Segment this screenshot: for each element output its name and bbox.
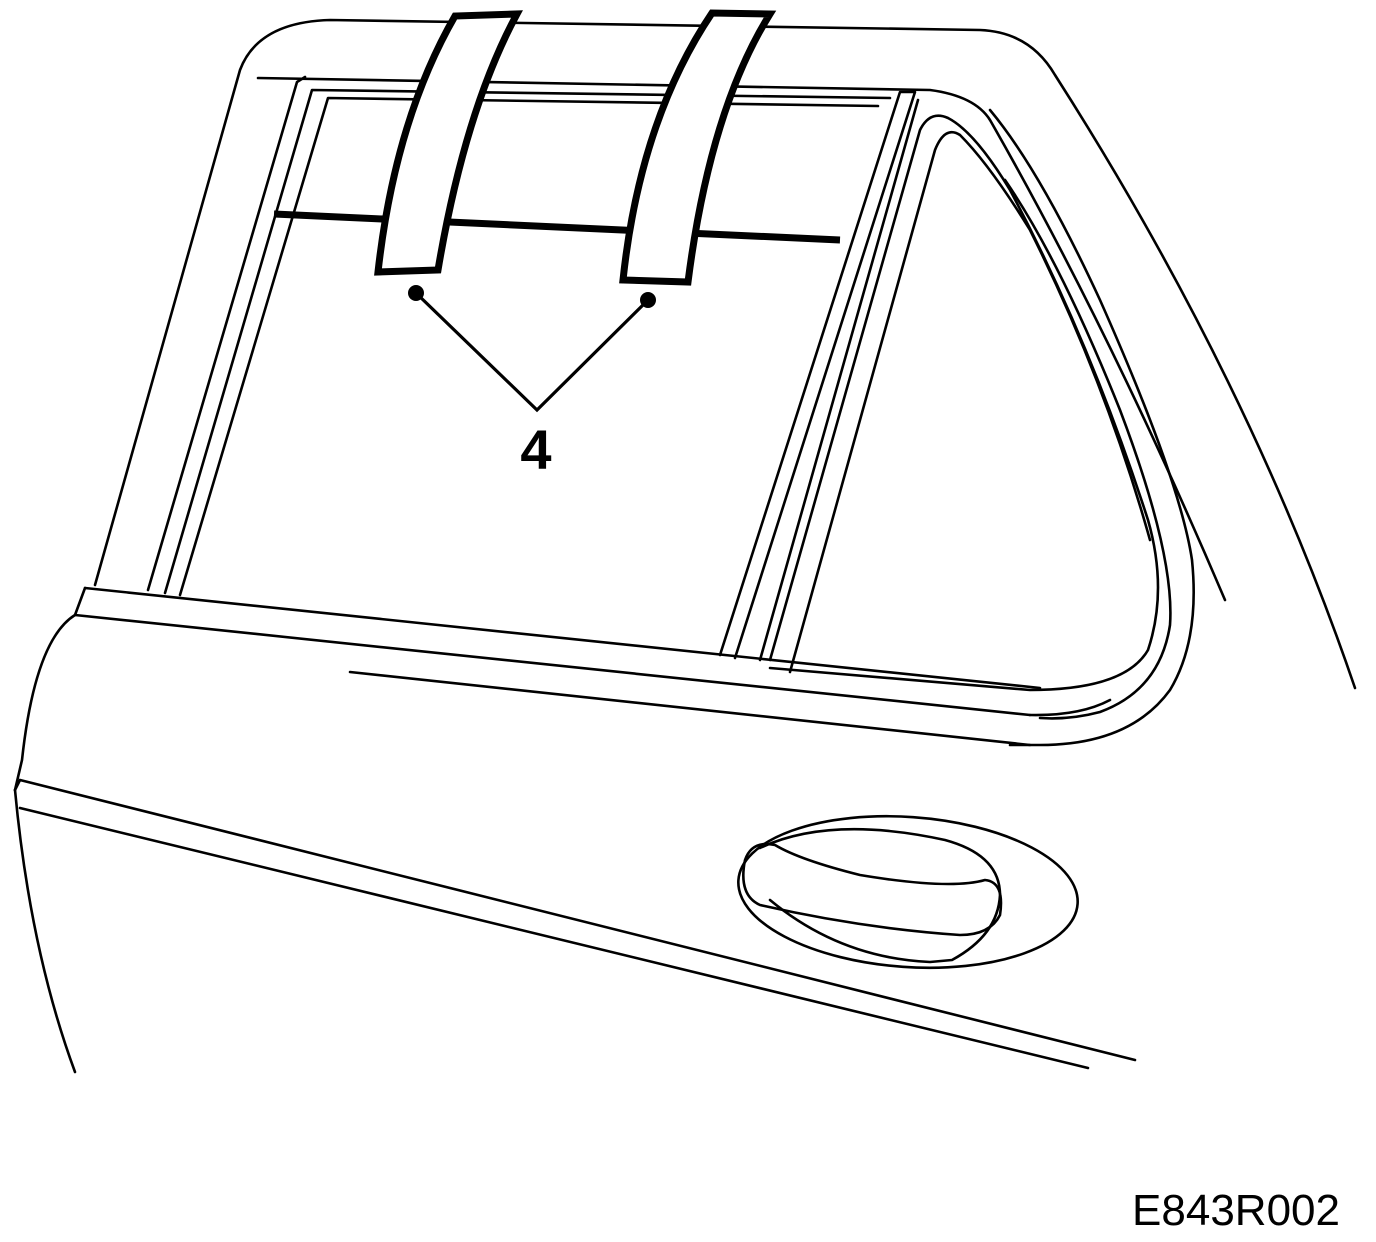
tape-strip-left bbox=[374, 10, 523, 276]
tape-strip-right bbox=[619, 9, 777, 286]
door-frame-outline bbox=[93, 18, 1357, 690]
door-handle bbox=[737, 814, 1079, 970]
belt-line bbox=[13, 586, 1112, 792]
door-panel bbox=[13, 778, 1137, 1074]
quarter-window bbox=[768, 108, 1195, 747]
glass-mask-line bbox=[273, 210, 841, 244]
callout-number: 4 bbox=[520, 418, 551, 481]
callout-leader bbox=[408, 285, 656, 413]
figure-code: E843R002 bbox=[1132, 1186, 1340, 1235]
